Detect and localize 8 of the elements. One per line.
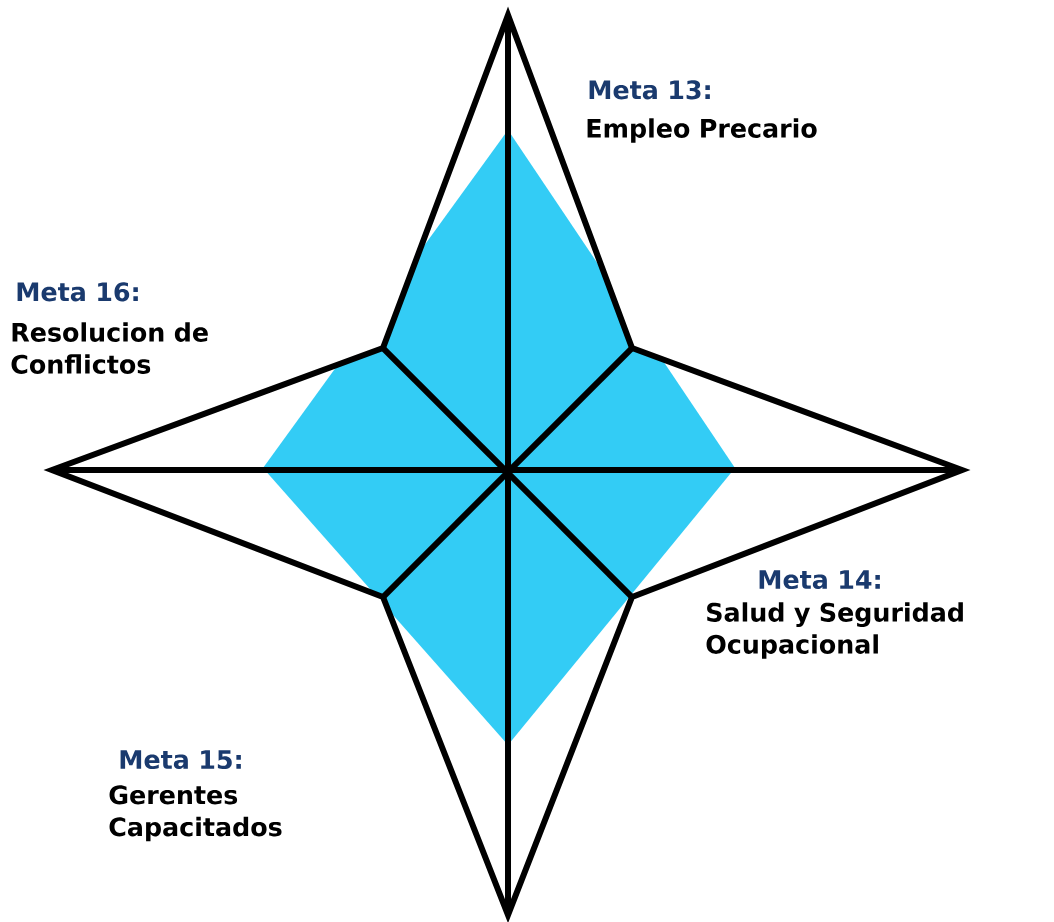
goal-heading: Meta 13: bbox=[589, 80, 710, 100]
goal-label: Salud y Seguridad Ocupacional bbox=[706, 602, 963, 659]
goal-label: Empleo Precario bbox=[587, 118, 817, 143]
goal-label: Resolucion de Conflictos bbox=[11, 322, 208, 374]
goal-label: Gerentes Capacitados bbox=[109, 785, 282, 842]
goal-heading: Meta 14: bbox=[759, 570, 880, 590]
goal-heading: Meta 16: bbox=[17, 282, 138, 302]
goal-heading: Meta 15: bbox=[120, 750, 241, 770]
